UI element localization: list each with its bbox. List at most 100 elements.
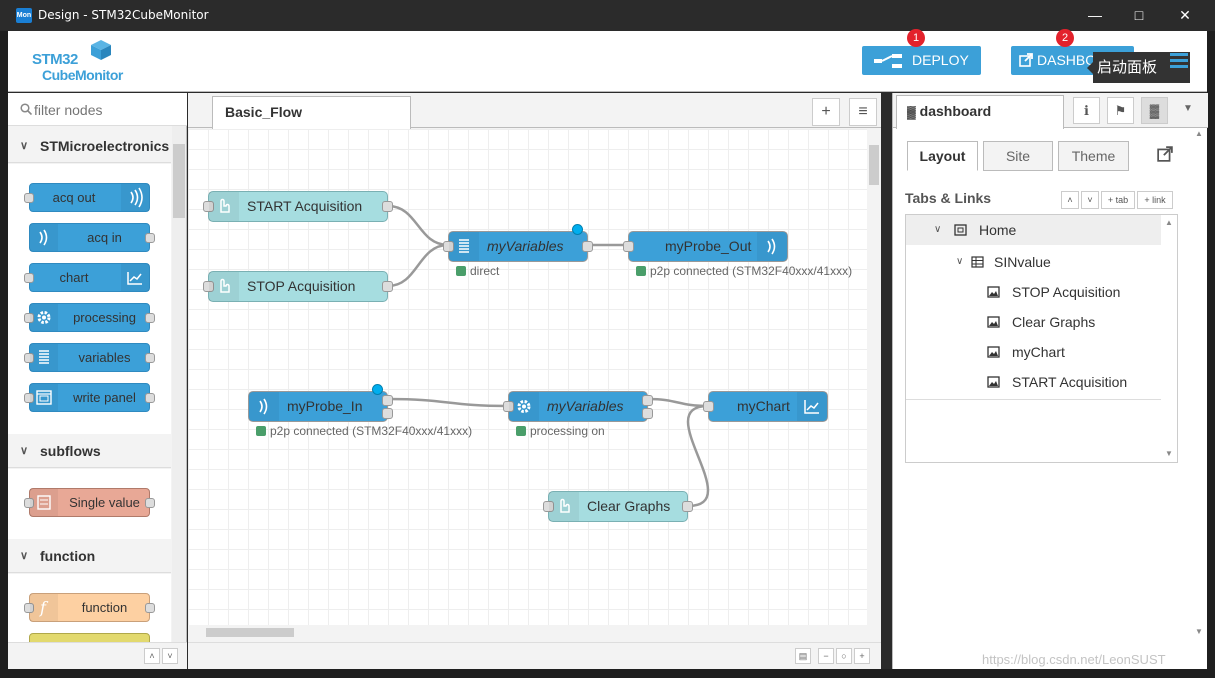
expand-all-icon[interactable]: ˅ bbox=[162, 648, 178, 664]
scroll-down-icon[interactable]: ▼ bbox=[1165, 449, 1173, 458]
palette-category-body: Single value bbox=[8, 469, 171, 539]
canvas-vertical-scrollbar[interactable] bbox=[867, 129, 881, 625]
flow-node-start-acquisition[interactable]: START Acquisition bbox=[203, 191, 393, 222]
tree-item-sinvalue[interactable]: ∨ SINvalue bbox=[906, 247, 1161, 277]
palette-node-single-value[interactable]: Single value bbox=[24, 488, 155, 517]
tree-item-widget[interactable]: STOP Acquisition bbox=[906, 277, 1161, 307]
chevron-down-icon: ∨ bbox=[20, 550, 29, 562]
deploy-button[interactable]: DEPLOY bbox=[862, 46, 981, 75]
flow-list-icon[interactable]: ≡ bbox=[849, 98, 877, 126]
palette-category-subflows[interactable]: ∨ subflows bbox=[8, 434, 171, 468]
cube-icon bbox=[91, 40, 111, 60]
node-input-port bbox=[24, 498, 34, 508]
maximize-icon[interactable]: □ bbox=[1134, 7, 1144, 23]
canvas-horizontal-scrollbar[interactable] bbox=[188, 625, 867, 639]
caret-down-icon[interactable]: ▼ bbox=[1183, 103, 1193, 114]
scroll-thumb[interactable] bbox=[869, 145, 879, 185]
image-icon bbox=[987, 376, 1000, 388]
palette-node-processing[interactable]: processing bbox=[24, 303, 155, 332]
flow-node-clear-graphs[interactable]: Clear Graphs bbox=[543, 491, 693, 522]
subtab-layout[interactable]: Layout bbox=[907, 141, 978, 171]
palette-node-function[interactable]: f function bbox=[24, 593, 155, 622]
add-link-button[interactable]: + link bbox=[1137, 191, 1173, 209]
minimize-icon[interactable]: — bbox=[1088, 7, 1102, 23]
collapse-all-icon[interactable]: ˄ bbox=[144, 648, 160, 664]
gear-icon bbox=[30, 304, 58, 331]
expand-icon[interactable]: ˅ bbox=[1081, 191, 1099, 209]
node-input-port bbox=[503, 401, 514, 412]
gear-icon bbox=[509, 392, 539, 421]
tree-item-widget[interactable]: START Acquisition bbox=[906, 367, 1161, 397]
node-output-port bbox=[642, 408, 653, 419]
add-flow-icon[interactable]: + bbox=[812, 98, 840, 126]
tree-item-widget[interactable]: myChart bbox=[906, 337, 1161, 367]
zoom-out-icon[interactable]: − bbox=[818, 648, 834, 664]
palette-node-acq-in[interactable]: acq in bbox=[29, 223, 155, 252]
chevron-down-icon: ∨ bbox=[934, 224, 942, 235]
node-changed-indicator bbox=[372, 384, 383, 395]
node-input-port bbox=[24, 603, 34, 613]
node-label: myChart bbox=[737, 398, 790, 414]
flow-canvas[interactable]: START Acquisition STOP Acquisition myVar… bbox=[188, 129, 867, 625]
tab-icon bbox=[954, 224, 967, 236]
scroll-down-icon[interactable]: ▼ bbox=[1195, 627, 1203, 636]
tree-scrollbar[interactable]: ▲ ▼ bbox=[1162, 215, 1177, 462]
close-icon[interactable]: ✕ bbox=[1179, 7, 1191, 23]
subtab-theme[interactable]: Theme bbox=[1058, 141, 1129, 171]
hand-pointer-icon bbox=[209, 272, 239, 301]
tab-dashboard[interactable]: ▓ dashboard bbox=[896, 95, 1064, 129]
node-status-p2p-in: p2p connected (STM32F40xxx/41xxx) bbox=[256, 424, 472, 438]
palette-node-chart[interactable]: chart bbox=[24, 263, 150, 292]
flow-node-stop-acquisition[interactable]: STOP Acquisition bbox=[203, 271, 393, 302]
scroll-thumb[interactable] bbox=[173, 144, 185, 218]
palette-category-body: f function switch bbox=[8, 574, 171, 642]
hand-pointer-icon bbox=[549, 492, 579, 521]
collapse-icon[interactable]: ˄ bbox=[1061, 191, 1079, 209]
tab-basic-flow[interactable]: Basic_Flow bbox=[212, 96, 411, 129]
flow-node-myvariables-2[interactable]: myVariables bbox=[503, 391, 653, 422]
flow-node-myvariables-1[interactable]: myVariables bbox=[443, 231, 593, 262]
tree-item-home[interactable]: ∨ Home bbox=[906, 215, 1161, 245]
palette-category-stmicro[interactable]: ∨ STMicroelectronics bbox=[8, 129, 171, 163]
palette-node-acq-out[interactable]: acq out bbox=[24, 183, 150, 212]
zoom-in-icon[interactable]: + bbox=[854, 648, 870, 664]
node-label: function bbox=[81, 600, 128, 615]
external-link-icon bbox=[1019, 53, 1033, 67]
add-tab-button[interactable]: + tab bbox=[1101, 191, 1135, 209]
dashboard-tab-icon[interactable]: ▓ bbox=[1141, 97, 1168, 124]
palette-node-write-panel[interactable]: write panel bbox=[24, 383, 155, 412]
flow-node-mychart[interactable]: myChart bbox=[703, 391, 828, 422]
debug-icon[interactable]: ⚑ bbox=[1107, 97, 1134, 124]
node-label: chart bbox=[59, 270, 89, 285]
category-label: subflows bbox=[40, 443, 101, 459]
node-label: write panel bbox=[73, 390, 136, 405]
node-label: myProbe_In bbox=[287, 398, 363, 414]
tab-label: dashboard bbox=[919, 103, 992, 119]
node-output-port bbox=[145, 603, 155, 613]
node-output-port bbox=[382, 281, 393, 292]
scroll-up-icon[interactable]: ▲ bbox=[1195, 129, 1203, 138]
palette-scrollbar[interactable] bbox=[172, 126, 186, 642]
scroll-thumb[interactable] bbox=[206, 628, 294, 637]
navigator-icon[interactable]: ▤ bbox=[795, 648, 811, 664]
button-label: tab bbox=[1115, 195, 1129, 205]
node-input-port bbox=[203, 201, 214, 212]
flow-node-myprobe-in[interactable]: myProbe_In bbox=[248, 391, 393, 422]
sidebar-scrollbar[interactable]: ▲ ▼ bbox=[1192, 129, 1206, 639]
menu-icon[interactable] bbox=[1170, 53, 1188, 69]
palette-node-variables[interactable]: variables bbox=[24, 343, 155, 372]
scroll-up-icon[interactable]: ▲ bbox=[1165, 218, 1173, 227]
step-badge-1: 1 bbox=[907, 29, 925, 47]
palette-node-switch[interactable]: switch bbox=[29, 633, 150, 642]
node-status-p2p-out: p2p connected (STM32F40xxx/41xxx) bbox=[636, 264, 852, 278]
filter-nodes-input[interactable] bbox=[34, 100, 174, 120]
tree-item-widget[interactable]: Clear Graphs bbox=[906, 307, 1161, 337]
palette-category-function[interactable]: ∨ function bbox=[8, 539, 171, 573]
tree-label: myChart bbox=[1012, 344, 1065, 360]
zoom-reset-icon[interactable]: ○ bbox=[836, 648, 852, 664]
info-icon[interactable]: ℹ bbox=[1073, 97, 1100, 124]
flow-node-myprobe-out[interactable]: myProbe_Out bbox=[623, 231, 788, 262]
window-titlebar: Mon Design - STM32CubeMonitor — □ ✕ bbox=[0, 0, 1215, 31]
external-link-icon[interactable] bbox=[1157, 146, 1173, 162]
subtab-site[interactable]: Site bbox=[983, 141, 1053, 171]
